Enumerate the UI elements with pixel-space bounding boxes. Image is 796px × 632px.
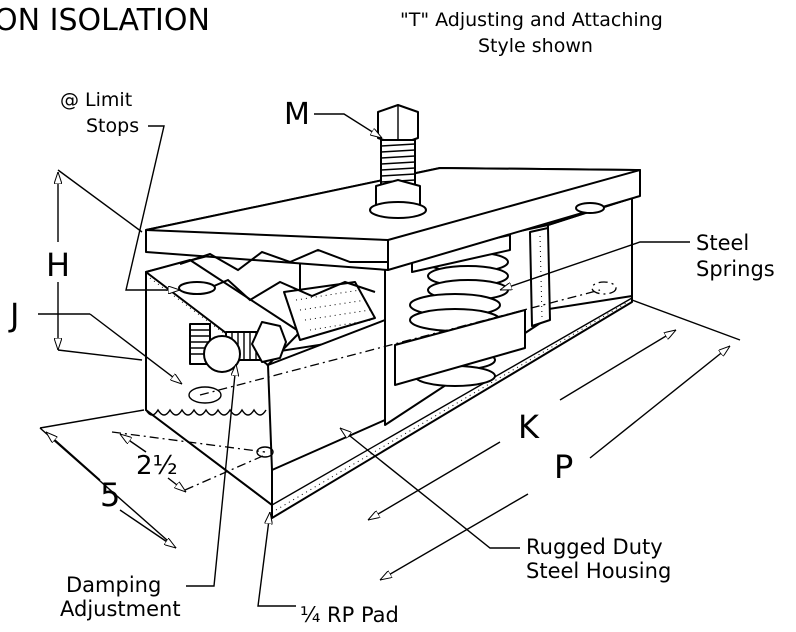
dimension-width: 5 <box>100 476 120 514</box>
dimension-k: K <box>518 408 540 446</box>
damping-label-line1: Damping <box>66 573 161 597</box>
style-note-line2: Style shown <box>478 35 593 57</box>
limit-stops-label-line2: Stops <box>86 115 139 137</box>
base-details <box>145 281 617 458</box>
dimension-j: J <box>8 296 19 334</box>
bolt-label: M <box>284 97 310 132</box>
damping-label-line2: Adjustment <box>60 597 181 621</box>
limit-stops-label-line1: @ Limit <box>60 89 132 111</box>
dimension-p: P <box>554 448 573 486</box>
housing-label-line2: Steel Housing <box>526 559 671 583</box>
dimension-h: H <box>46 246 70 284</box>
damping-block <box>283 281 376 341</box>
style-note-line1: "T" Adjusting and Attaching <box>400 9 663 31</box>
page-title: ON ISOLATION <box>0 3 210 38</box>
housing-label-line1: Rugged Duty <box>526 535 663 559</box>
steel-springs-label-line1: Steel <box>696 231 749 255</box>
steel-springs-label-line2: Springs <box>696 257 775 281</box>
damping-bolt <box>189 321 287 373</box>
rp-pad-label: ¼ RP Pad <box>300 603 399 627</box>
leader-lines <box>125 113 690 607</box>
top-bolt <box>369 104 427 219</box>
steel-springs <box>394 227 551 387</box>
dimension-hole-spacing: 2½ <box>136 451 178 481</box>
dimension-lines <box>38 169 741 580</box>
